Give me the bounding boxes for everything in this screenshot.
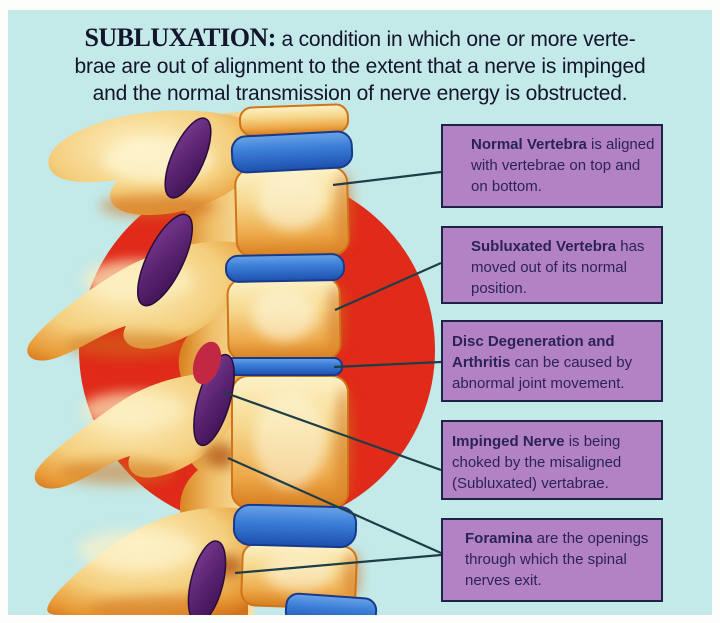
bone-highlight [252,289,316,341]
nerve-root-1 [164,117,212,199]
callout-definition: are the openings through which the spina… [465,530,649,589]
connector-normal-vertebra [332,170,442,187]
callout-term: Subluxated Vertebra [471,238,617,255]
connector-impinged-nerve [222,390,442,472]
callout-term: Normal Vertebra [471,136,587,153]
nerve-root-2 [137,213,193,307]
bone-shadow [328,284,344,352]
callout-term: Impinged Nerve [452,433,565,450]
callout-connectors [222,170,442,575]
callout-disc-degeneration: Disc Degeneration and Arthritis can be c… [441,320,663,402]
connector-foramina-lower [234,553,442,575]
callout-term: Foramina [465,530,533,547]
callout-definition: is aligned with vertebrae on top and on … [471,136,655,195]
nerve-root-impinged [193,353,235,447]
callout-subluxated-vertebra: Subluxated Vertebra has moved out of its… [441,226,663,304]
poster-background: SUBLUXATION: a condition in which one or… [8,10,712,615]
bone-highlight [78,530,198,570]
spinous-process-3 [34,373,245,489]
callout-definition: is being choked by the misaligned (Sublu… [452,433,622,492]
foramen-opening-upper [204,444,236,468]
bone-shadow [100,194,216,218]
disc-1 [230,130,354,174]
headline-keyword: SUBLUXATION: [84,23,276,52]
headline-line3: and the normal transmission of nerve ene… [92,82,628,105]
disc-4 [232,503,358,549]
callout-term: Disc Degeneration and Arthritis [452,333,615,371]
bone-shadow [336,172,352,248]
callout-definition: has moved out of its normal position. [471,238,645,297]
bone-shadow [60,459,176,485]
connector-foramina-upper [227,456,442,555]
disc-5 [284,592,378,615]
callout-impinged-nerve: Impinged Nerve is being choked by the mi… [441,420,663,500]
bone-shadow [66,332,190,358]
impinged-nerve-inflammation [192,341,222,385]
nerve-roots [137,117,235,615]
connector-disc-degeneration [333,360,442,369]
headline-line1: a condition in which one or more verte- [275,28,636,51]
disc-2 [224,253,346,283]
bone-shadow [336,386,352,498]
intervertebral-discs [224,130,378,615]
bone-highlight [254,392,326,488]
connector-subluxated-vertebra [334,261,442,312]
bone-highlight [265,555,333,591]
disc-degenerated [225,357,343,376]
bone-shadow [344,551,360,599]
spine-illustration [27,103,442,615]
callout-normal-vertebra: Normal Vertebra is aligned with vertebra… [441,124,663,208]
callout-foramina: Foramina are the openings through which … [441,518,663,602]
bone-highlight [258,170,326,230]
nerve-root-4 [187,540,227,615]
bone-highlight [81,392,185,428]
headline: SUBLUXATION: a condition in which one or… [18,24,702,107]
callout-definition: can be caused by abnormal joint movement… [452,354,633,392]
spinous-process-2 [27,241,249,361]
headline-line2: brae are out of alignment to the extent … [74,55,646,78]
